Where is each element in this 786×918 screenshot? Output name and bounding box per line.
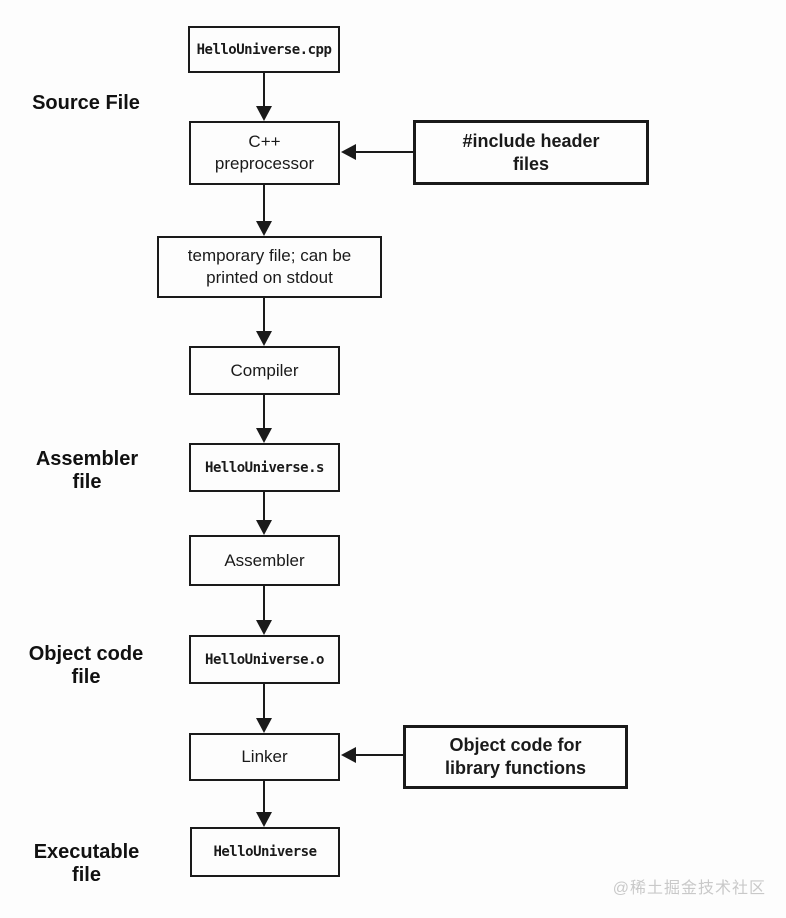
- side-label-line: file: [72, 864, 101, 886]
- node-label-line: library functions: [444, 758, 587, 778]
- node-label-line: temporary file; can be: [187, 246, 352, 265]
- node-label-line: preprocessor: [214, 154, 315, 173]
- side-label-source-file: Source File: [11, 92, 161, 115]
- node-label-line: C++: [248, 132, 281, 151]
- side-label-line: Source File: [32, 92, 140, 114]
- arrowhead-down-icon: [256, 331, 272, 346]
- arrowhead-left-icon: [341, 144, 356, 160]
- side-label-line: Object code: [28, 643, 144, 665]
- node-assembler-box: Assembler: [189, 535, 340, 586]
- callout-include-headers-box: #include header files: [413, 120, 649, 185]
- arrow-line: [263, 586, 265, 622]
- node-label: Compiler: [230, 360, 299, 380]
- side-label-line: file: [72, 471, 102, 493]
- side-label-line: Assembler: [35, 448, 139, 470]
- arrowhead-down-icon: [256, 428, 272, 443]
- side-label-line: Executable: [33, 841, 140, 863]
- node-assembly-file-box: HelloUniverse.s: [189, 443, 340, 492]
- node-label-line: printed on stdout: [206, 268, 333, 287]
- node-source-file-box: HelloUniverse.cpp: [188, 26, 340, 73]
- node-label-line: Object code for: [449, 735, 582, 755]
- arrow-line: [263, 298, 265, 333]
- node-label-line: files: [512, 153, 550, 174]
- node-executable-box: HelloUniverse: [190, 827, 340, 877]
- node-label-line: #include header: [462, 130, 600, 151]
- node-label: Assembler: [224, 550, 305, 570]
- arrow-line: [263, 185, 265, 223]
- arrowhead-left-icon: [341, 747, 356, 763]
- arrow-line: [354, 754, 403, 756]
- side-label-line: file: [71, 666, 101, 688]
- node-label: HelloUniverse.cpp: [196, 41, 332, 58]
- node-label: #include header files: [462, 130, 599, 176]
- node-label: Linker: [241, 747, 288, 766]
- arrowhead-down-icon: [256, 520, 272, 535]
- arrow-line: [263, 684, 265, 720]
- side-label-object-code-file: Object code file: [11, 643, 161, 689]
- arrow-line: [354, 151, 413, 153]
- node-compiler-box: Compiler: [189, 346, 340, 395]
- node-temp-file-box: temporary file; can be printed on stdout: [157, 236, 382, 298]
- node-label: HelloUniverse.s: [205, 459, 324, 476]
- arrowhead-down-icon: [256, 620, 272, 635]
- node-label: Object code for library functions: [445, 734, 586, 780]
- node-linker-box: Linker: [189, 733, 340, 781]
- arrow-line: [263, 781, 265, 814]
- arrowhead-down-icon: [256, 718, 272, 733]
- node-label: temporary file; can be printed on stdout: [188, 245, 351, 289]
- node-label: HelloUniverse.o: [205, 651, 324, 668]
- arrowhead-down-icon: [256, 221, 272, 236]
- arrow-line: [263, 492, 265, 522]
- arrowhead-down-icon: [256, 812, 272, 827]
- arrowhead-down-icon: [256, 106, 272, 121]
- node-label: C++ preprocessor: [215, 131, 314, 175]
- node-preprocessor-box: C++ preprocessor: [189, 121, 340, 185]
- side-label-executable-file: Executable file: [11, 841, 162, 887]
- watermark-text: @稀土掘金技术社区: [612, 880, 766, 897]
- node-label: HelloUniverse: [213, 844, 317, 860]
- arrow-line: [263, 73, 265, 108]
- arrow-line: [263, 395, 265, 430]
- side-label-assembler-file: Assembler file: [12, 448, 162, 494]
- callout-object-library-box: Object code for library functions: [403, 725, 628, 789]
- node-object-file-box: HelloUniverse.o: [189, 635, 340, 684]
